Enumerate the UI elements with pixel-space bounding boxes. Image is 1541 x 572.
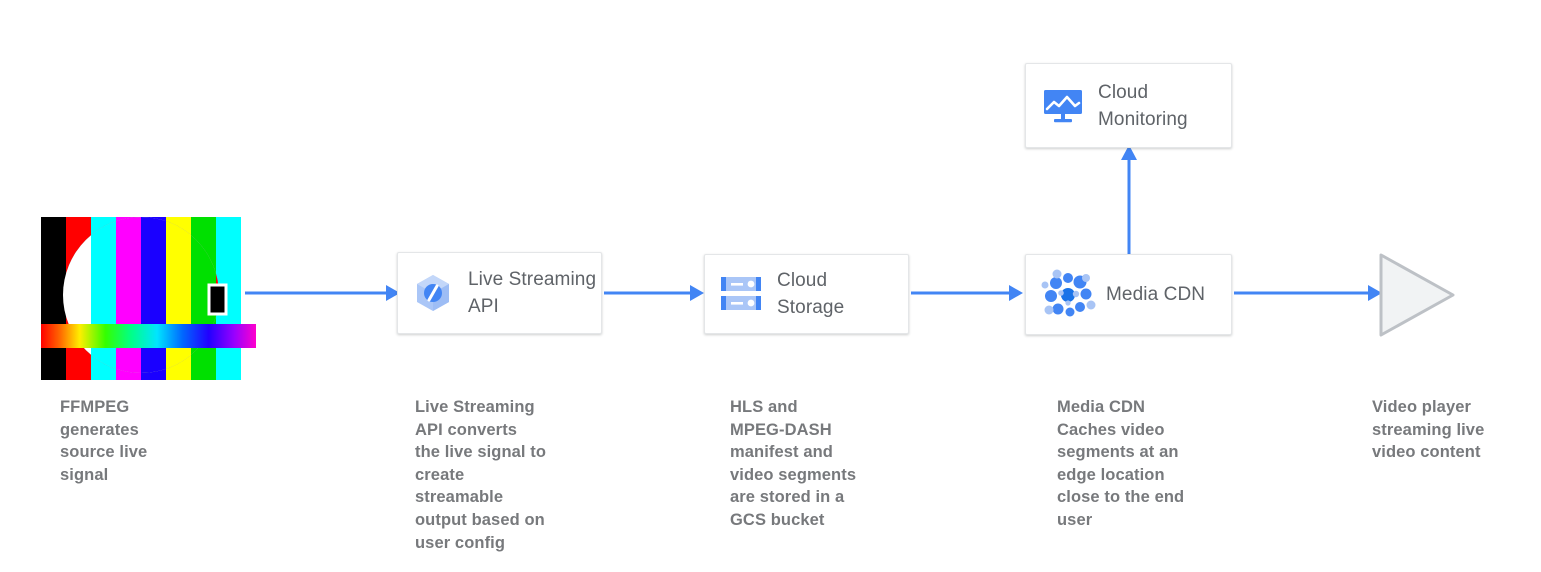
node-live-streaming-api[interactable]: Live Streaming API [397,252,602,334]
caption-source-signal: FFMPEG generates source live signal [60,398,148,484]
caption-live-streaming-api: Live Streaming API converts the live sig… [415,398,547,552]
connector-cdn-to-monitoring [1119,145,1139,257]
cloud-monitoring-icon [1040,84,1086,128]
node-label-media-cdn: Media CDN [1106,284,1206,305]
node-label-cloud-monitoring: Cloud Monitoring [1098,81,1188,130]
cloud-storage-icon [717,272,765,316]
connector-source-to-api [245,284,400,302]
caption-video-player: Video player streaming live video conten… [1372,398,1485,462]
node-label-cloud-storage: Cloud Storage [777,270,845,318]
caption-media-cdn: Media CDN Caches video segments at an ed… [1057,398,1185,529]
media-cdn-icon [1040,267,1096,323]
live-streaming-api-icon [410,270,456,316]
connector-api-to-storage [604,284,704,302]
node-cloud-storage[interactable]: Cloud Storage [704,254,909,334]
connector-storage-to-cdn [911,284,1023,302]
node-label-live-streaming-api: Live Streaming API [468,269,597,317]
node-cloud-monitoring[interactable]: Cloud Monitoring [1025,63,1232,148]
connector-cdn-to-player [1234,284,1382,302]
caption-cloud-storage: HLS and MPEG-DASH manifest and video seg… [730,398,857,529]
tv-test-pattern-icon [41,217,256,380]
node-media-cdn[interactable]: Media CDN [1025,254,1232,335]
play-triangle-icon[interactable] [1378,252,1456,338]
